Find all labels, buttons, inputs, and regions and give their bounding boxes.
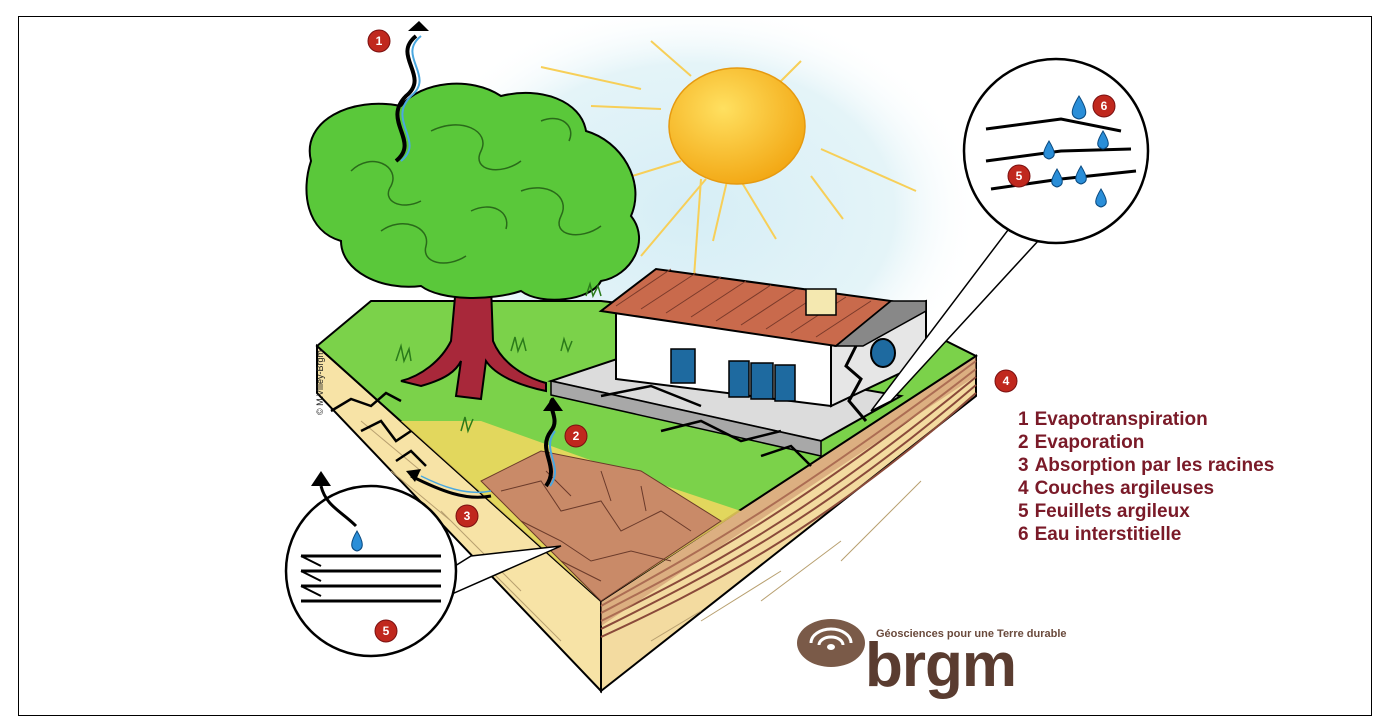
- marker-2: 2: [564, 424, 588, 448]
- water-drop-icon: [1095, 188, 1107, 208]
- svg-text:1: 1: [376, 34, 383, 48]
- svg-text:5: 5: [1016, 169, 1023, 183]
- evaporation-arrow: [543, 397, 563, 488]
- shutter-left: [728, 360, 750, 398]
- rock-texture: [360, 420, 922, 642]
- magnifier-interstitial-water: [962, 57, 1150, 245]
- copyright-note: © M.Villey-Brgm: [315, 350, 325, 415]
- tree-canopy: [305, 82, 641, 301]
- root-absorption-arrow: [406, 469, 492, 499]
- svg-text:3: 3: [464, 509, 471, 523]
- tree-trunk: [400, 285, 547, 401]
- soil-shrinkage-illustration: 1 2 3 4 5 5 6: [284, 17, 1150, 694]
- tree: [305, 82, 641, 401]
- wall-crack: [844, 345, 868, 422]
- marker-1: 1: [367, 29, 391, 53]
- soil-cracks: [500, 470, 692, 582]
- chimney: [805, 288, 837, 316]
- water-drop-icon: [1075, 165, 1087, 185]
- marker-5-bottom: 5: [374, 619, 398, 643]
- round-window: [870, 338, 896, 368]
- left-soil-cracks: [330, 391, 427, 467]
- marker-4: 4: [994, 369, 1018, 393]
- svg-text:6: 6: [1101, 99, 1108, 113]
- water-drop-icon: [1051, 168, 1063, 188]
- svg-text:2: 2: [573, 429, 580, 443]
- svg-text:4: 4: [1003, 374, 1010, 388]
- diagram-frame: 1 2 3 4 5 5 6 © M.Villey-Brgm: [18, 16, 1372, 716]
- svg-text:5: 5: [383, 624, 390, 638]
- brgm-wordmark: brgm: [865, 631, 1017, 700]
- brgm-logo-icon: [797, 619, 865, 667]
- terrace-cracks: [600, 384, 812, 467]
- marker-5-top: 5: [1007, 164, 1031, 188]
- clay-band: [601, 356, 976, 626]
- shutter-right: [774, 364, 796, 402]
- brgm-tagline: Géosciences pour une Terre durable: [876, 628, 1067, 640]
- water-drop-icon: [1043, 140, 1055, 160]
- water-drop-icon: [1097, 130, 1109, 150]
- window-right: [750, 362, 774, 400]
- magnifier-clay-sheets: [284, 471, 458, 658]
- water-drop-icon: [1071, 95, 1087, 120]
- grass-tufts: [395, 281, 602, 434]
- marker-6: 6: [1092, 94, 1116, 118]
- water-drop-icon: [351, 530, 363, 552]
- callout-lines: [430, 214, 1064, 603]
- house: [598, 267, 927, 422]
- marker-3: 3: [455, 504, 479, 528]
- evapotranspiration-arrow: [394, 21, 429, 163]
- window-left: [670, 348, 696, 384]
- sun: [668, 67, 806, 185]
- cracked-soil: [480, 450, 722, 602]
